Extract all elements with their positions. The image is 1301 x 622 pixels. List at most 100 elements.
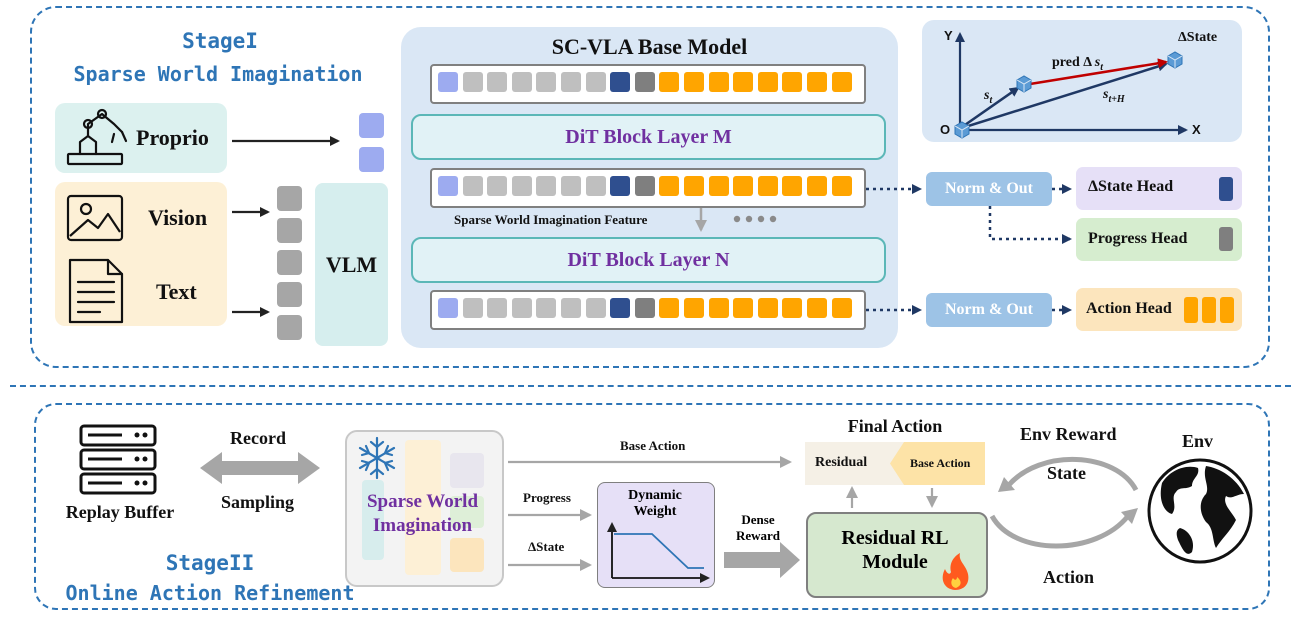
plot-sth-sub: t+H [1108,93,1125,105]
plot-pred-text: pred Δ [1052,55,1092,70]
norm-out-top: Norm & Out [926,172,1052,206]
swi-label-line2: Imagination [372,515,473,536]
token-cell [634,176,655,196]
token-cell [733,72,754,92]
token-cell [708,298,729,318]
token-cell [782,72,803,92]
dstate-arrow-label: ΔState [528,539,565,554]
swi-label: Sparse World Imagination [345,490,500,538]
token-cell [438,176,458,196]
vlm-token [277,186,302,211]
dstate-head-label: ΔState Head [1088,178,1174,195]
token-cell [511,298,532,318]
swi-bg-block [450,496,484,528]
token-cell [610,298,631,318]
token-cell [634,72,655,92]
stage2-subtitle: Online Action Refinement [65,581,355,605]
plot-pred-label: pred Δ st [1052,55,1103,73]
dense-reward-label: Dense Reward [724,512,792,544]
token-row-mid [430,168,866,208]
token-cell [684,72,704,92]
token-cell [684,298,704,318]
norm-out-bottom: Norm & Out [926,293,1052,327]
token-cell [511,72,532,92]
token-cell [462,72,483,92]
proprio-token [359,147,384,172]
state-label: State [1047,463,1086,483]
token-cell [831,298,852,318]
token-cell [487,176,508,196]
token-cell [684,176,704,196]
token-cell [536,298,557,318]
dense-reward-line2: Reward [735,528,781,543]
vlm-token [277,250,302,275]
plot-dstate-label: ΔState [1178,30,1218,45]
dynamic-weight-line1: Dynamic [628,488,682,503]
progress-head-box [1076,218,1242,261]
token-cell [733,298,754,318]
token-cell [807,298,827,318]
token-cell [487,298,508,318]
token-cell [708,72,729,92]
token-cell [536,72,557,92]
vlm-token [277,218,302,243]
plot-y-label: Y [944,28,953,43]
token-cell [487,72,508,92]
final-action-label: Final Action [847,416,943,436]
residual-rl-line2: Module [862,551,928,573]
plot-origin-label: O [940,122,951,137]
action-label: Action [1043,567,1094,587]
token-cell [561,298,581,318]
token-cell [831,72,852,92]
stage2-title: StageII [165,551,255,575]
token-cell [807,176,827,196]
replay-buffer-label: Replay Buffer [65,502,175,522]
proprio-label: Proprio [136,125,209,150]
dstate-head-box [1076,167,1242,210]
swi-bg-block [450,453,484,488]
env-label: Env [1182,431,1214,451]
dense-reward-line1: Dense [741,512,775,527]
token-cell [782,176,803,196]
record-label: Record [230,428,286,448]
plot-pred-s: s [1094,55,1101,70]
env-reward-label: Env Reward [1020,424,1117,444]
progress-head-label: Progress Head [1088,230,1188,247]
token-cell [659,72,680,92]
residual-label: Residual [815,455,868,470]
vlm-label: VLM [325,251,378,277]
plot-st-s: s [984,88,990,103]
base-action-arrow-label: Base Action [620,438,686,453]
token-cell [757,298,778,318]
token-cell [438,72,458,92]
stage-separator [10,385,1291,387]
residual-rl-label: Residual RL Module [806,526,984,574]
token-cell [462,176,483,196]
token-cell [438,298,458,318]
vlm-box: VLM [315,183,388,346]
vision-text-box [55,182,227,326]
token-cell [757,176,778,196]
feature-caption: Sparse World Imagination Feature [454,212,648,227]
token-cell [659,176,680,196]
action-head-token [1220,297,1234,323]
token-cell [585,176,606,196]
stage1-title: StageI [182,29,258,53]
vision-label: Vision [148,205,208,230]
token-cell [831,176,852,196]
plot-st-label: st [984,88,992,106]
progress-arrow-label: Progress [523,490,571,505]
vlm-token [277,315,302,340]
token-cell [757,72,778,92]
norm-out-top-label: Norm & Out [945,180,1033,197]
token-cell [536,176,557,196]
progress-head-token [1219,227,1233,251]
stage1-frame [30,6,1270,368]
token-cell [585,298,606,318]
token-cell [561,72,581,92]
token-cell [659,298,680,318]
dstate-head-token [1219,177,1233,201]
sampling-label: Sampling [221,492,295,512]
plot-sth-s: s [1103,87,1109,102]
